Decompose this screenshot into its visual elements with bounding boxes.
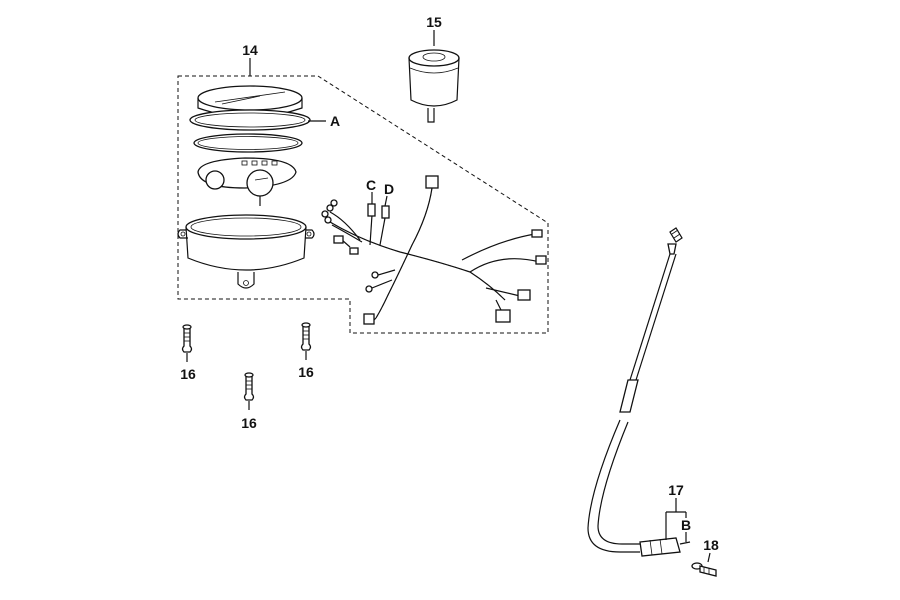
- callout-16-bottom: 16: [241, 415, 257, 431]
- screw-icon: [691, 562, 717, 577]
- leader-lines: [186, 30, 711, 563]
- callout-17: 17: [668, 482, 684, 498]
- callout-16-left: 16: [180, 366, 196, 382]
- screw-icon: [300, 322, 312, 351]
- callout-a: A: [330, 113, 340, 129]
- speedometer-cable-icon: [587, 227, 691, 557]
- ignition-socket-icon: [408, 49, 460, 123]
- callout-18: 18: [703, 537, 719, 553]
- screw-icon: [243, 372, 255, 401]
- callout-b: B: [681, 517, 691, 533]
- wire-harness-icon: [321, 175, 547, 325]
- callout-16-right: 16: [298, 364, 314, 380]
- callout-14: 14: [242, 42, 258, 58]
- assembly-14-boundary: [177, 75, 549, 334]
- callout-c: C: [366, 177, 376, 193]
- callout-d: D: [384, 181, 394, 197]
- speedometer-assembly-icon: [177, 85, 315, 289]
- screw-icon: [181, 324, 193, 353]
- callout-15: 15: [426, 14, 442, 30]
